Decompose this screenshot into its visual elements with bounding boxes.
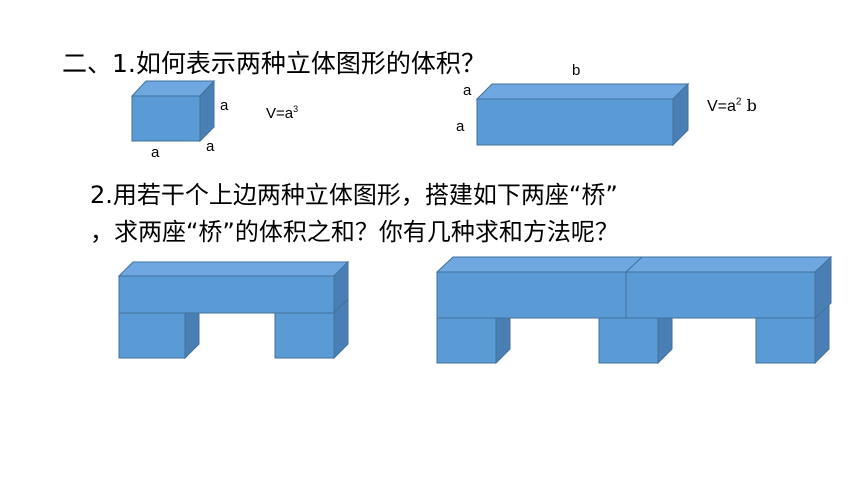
question-1-prefix: 二、1. [62,49,136,78]
bridge2-pillar-1 [436,317,497,364]
question-2-line-1: 2.用若干个上边两种立体图形，搭建如下两座“桥” [90,175,618,210]
bridge1-deck-front [118,275,335,314]
bridge1-left-pillar [118,312,186,359]
prism-formula-exp: 2 [735,96,742,108]
question-1-text: 如何表示两种立体图形的体积？ [135,49,486,78]
cube-label-depth: a [206,138,215,155]
bridge-2 [435,255,833,365]
prism-formula-base: V=a [707,98,736,115]
prism-formula: V=a2 b [707,96,757,116]
bridge2-deck-left-front [436,271,627,319]
prism-label-left: a [456,118,465,135]
question-2-line-2: ，求两座“桥”的体积之和？你有几种求和方法呢？ [90,218,619,246]
bridge2-pillar-3 [755,317,816,364]
cube-front-face [131,95,201,142]
cube-formula-exp: 3 [293,104,299,114]
bridge1-deck-top [117,261,350,277]
prism-formula-tail: b [741,96,757,115]
question-1: 二、1.如何表示两种立体图形的体积？ [62,44,486,80]
question-2-line-1-text: 用若干个上边两种立体图形，搭建如下两座“桥” [112,181,618,209]
prism-label-top: b [572,62,581,79]
cube-formula-base: V=a [266,105,294,122]
cube-figure [130,79,216,143]
cube-formula: V=a3 [266,104,298,122]
prism-top-face [475,83,690,100]
bridge2-deck-right-top [624,256,833,273]
question-2-prefix: 2. [90,181,113,209]
prism-figure [475,82,690,147]
prism-label-left-top: a [463,82,472,99]
bridge1-right-pillar [274,312,335,359]
bridge2-pillar-2 [598,317,659,364]
bridge-1 [117,260,350,360]
cube-label-right: a [220,97,229,114]
bridge2-deck-right-front [625,271,816,319]
bridge2-deck-left-top [435,256,644,273]
prism-front-face [476,98,674,146]
cube-label-bottom: a [151,144,160,161]
